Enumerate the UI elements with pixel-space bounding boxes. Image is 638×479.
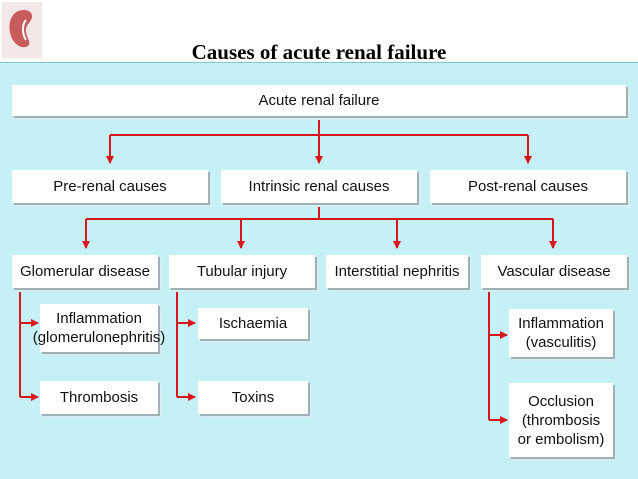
- node-label-line: (thrombosis: [521, 411, 601, 429]
- node-post-renal-causes: Post-renal causes: [430, 170, 626, 203]
- node-label-line: (vasculitis): [525, 334, 597, 351]
- node-pre-renal-causes: Pre-renal causes: [12, 170, 208, 203]
- node-label: Glomerular disease: [19, 263, 151, 280]
- node-toxins: Toxins: [198, 381, 308, 414]
- node-label-line: Inflammation: [518, 315, 604, 332]
- node-label: Thrombosis: [59, 389, 139, 406]
- node-glomerular-disease: Glomerular disease: [12, 255, 158, 288]
- node-occlusion: Occlusion (thrombosis or embolism): [509, 383, 613, 457]
- node-ischaemia: Ischaemia: [198, 308, 308, 339]
- node-intrinsic-renal-causes: Intrinsic renal causes: [221, 170, 417, 203]
- node-label: Ischaemia: [218, 315, 288, 332]
- kidney-logo-icon: [2, 2, 42, 58]
- node-label: Vascular disease: [497, 263, 611, 280]
- connector-lines: [19, 116, 557, 424]
- node-label: Interstitial nephritis: [334, 263, 460, 280]
- node-label: Post-renal causes: [467, 178, 589, 195]
- node-tubular-injury: Tubular injury: [169, 255, 315, 288]
- node-vasculitis: Inflammation (vasculitis): [509, 309, 613, 357]
- node-label: Tubular injury: [196, 263, 288, 280]
- node-acute-renal-failure: Acute renal failure: [12, 85, 626, 116]
- node-label: Acute renal failure: [258, 92, 380, 109]
- node-glomerulonephritis: Inflammation (glomerulonephritis): [33, 304, 165, 352]
- node-label-line: Inflammation: [56, 310, 142, 327]
- node-label: Pre-renal causes: [53, 178, 167, 195]
- node-label: Intrinsic renal causes: [248, 178, 390, 195]
- node-vascular-disease: Vascular disease: [481, 255, 627, 288]
- node-label-line: or embolism): [517, 430, 605, 448]
- node-interstitial-nephritis: Interstitial nephritis: [326, 255, 468, 288]
- diagram-panel: Acute renal failure Pre-renal causes Int…: [0, 62, 638, 479]
- node-label-line: Occlusion: [528, 392, 594, 410]
- node-label: Toxins: [231, 389, 275, 406]
- node-thrombosis: Thrombosis: [40, 381, 158, 414]
- slide-title: Causes of acute renal failure: [191, 40, 447, 64]
- node-label-line: (glomerulonephritis): [32, 329, 166, 346]
